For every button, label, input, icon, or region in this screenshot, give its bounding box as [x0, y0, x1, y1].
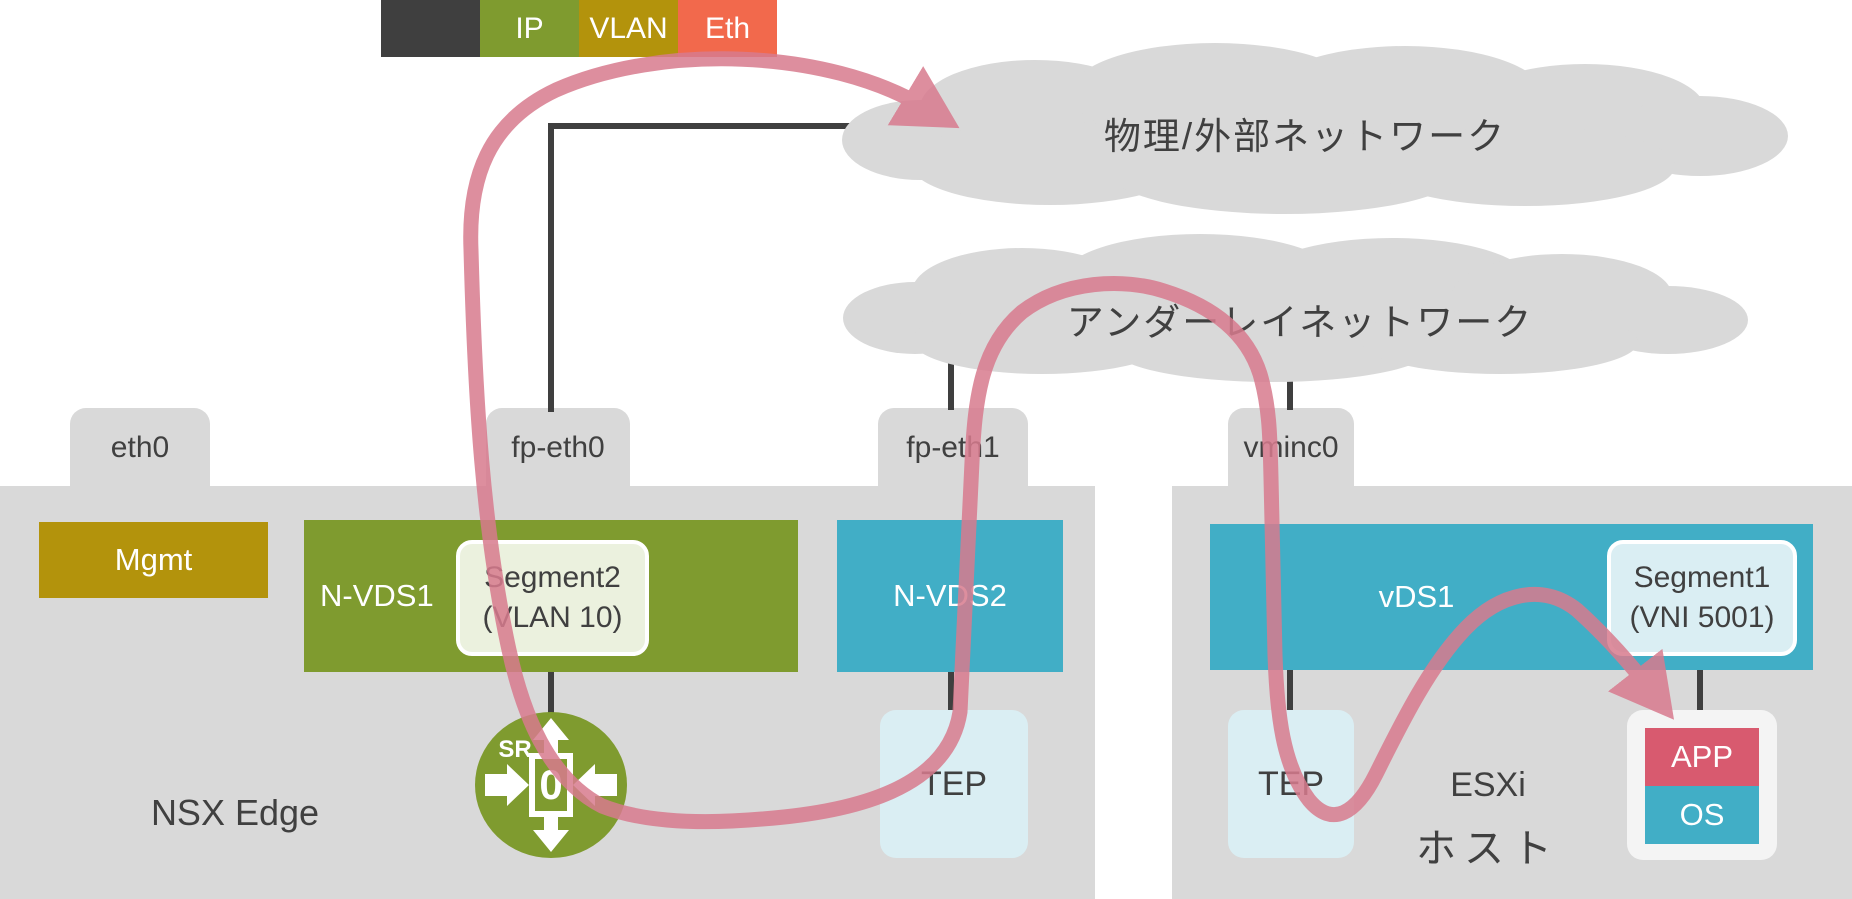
- port-label-fp-eth1: fp-eth1: [906, 431, 1000, 464]
- physical-cloud-label: 物理/外部ネットワーク: [1103, 116, 1507, 157]
- edge-tep-box: TEP: [880, 710, 1028, 858]
- nvds2-label: N-VDS2: [893, 578, 1007, 613]
- router-sr-label: SR: [498, 736, 532, 763]
- legend-ip-label: IP: [515, 11, 544, 45]
- segment1-detail: (VNI 5001): [1629, 601, 1775, 634]
- legend-eth-label: Eth: [704, 11, 751, 45]
- segment2-detail: (VLAN 10): [482, 601, 623, 634]
- legend-eth-segment: Eth: [678, 0, 777, 57]
- segment1-box: Segment1 (VNI 5001): [1607, 540, 1797, 656]
- mgmt-box: Mgmt: [39, 522, 268, 598]
- vm-box: APP OS: [1627, 710, 1777, 860]
- vm-app-label: APP: [1670, 739, 1734, 774]
- port-label-fp-eth0: fp-eth0: [511, 431, 605, 464]
- vm-os-box: OS: [1645, 786, 1759, 844]
- connector-fp-eth0-to-physical-cloud: [548, 123, 880, 412]
- port-label-eth0: eth0: [110, 431, 170, 464]
- router-arrow-left-icon: [573, 764, 617, 806]
- legend-vlan-segment: VLAN: [579, 0, 678, 57]
- port-tab-vminc0: vminc0: [1228, 408, 1354, 488]
- router-arrow-right-icon: [485, 764, 529, 806]
- edge-tep-label: TEP: [920, 764, 988, 803]
- underlay-cloud-label: アンダーレイネットワーク: [1066, 302, 1534, 343]
- segment2-box: Segment2 (VLAN 10): [456, 540, 649, 656]
- segment1-name: Segment1: [1633, 561, 1771, 595]
- legend-ip-segment: IP: [480, 0, 579, 57]
- router-arrow-down-icon: [533, 816, 569, 852]
- legend-blank-segment: [381, 0, 480, 57]
- mgmt-label: Mgmt: [114, 542, 193, 577]
- nsx-edge-label: NSX Edge: [150, 792, 320, 833]
- port-tab-fp-eth0: fp-eth0: [486, 408, 630, 488]
- router-arrow-up-icon: [533, 718, 569, 754]
- encapsulation-legend: IP VLAN Eth: [381, 0, 777, 57]
- esxi-tep-label: TEP: [1257, 764, 1325, 803]
- port-label-vminc0: vminc0: [1243, 431, 1339, 464]
- router-zero-label: 0: [539, 761, 563, 808]
- vds1-label: vDS1: [1378, 579, 1455, 614]
- vm-app-box: APP: [1645, 728, 1759, 786]
- segment2-name: Segment2: [484, 561, 621, 595]
- sr-router-icon: SR 0: [473, 710, 629, 860]
- nvds2-box: N-VDS2: [837, 520, 1063, 672]
- nvds1-label: N-VDS1: [320, 578, 434, 613]
- port-tab-fp-eth1: fp-eth1: [878, 408, 1028, 488]
- vm-os-label: OS: [1679, 797, 1725, 832]
- legend-vlan-label: VLAN: [589, 11, 668, 45]
- port-tab-eth0: eth0: [70, 408, 210, 488]
- esxi-tep-box: TEP: [1228, 710, 1354, 858]
- esxi-host-label: ホスト: [1416, 827, 1560, 871]
- esxi-label: ESXi: [1450, 766, 1526, 804]
